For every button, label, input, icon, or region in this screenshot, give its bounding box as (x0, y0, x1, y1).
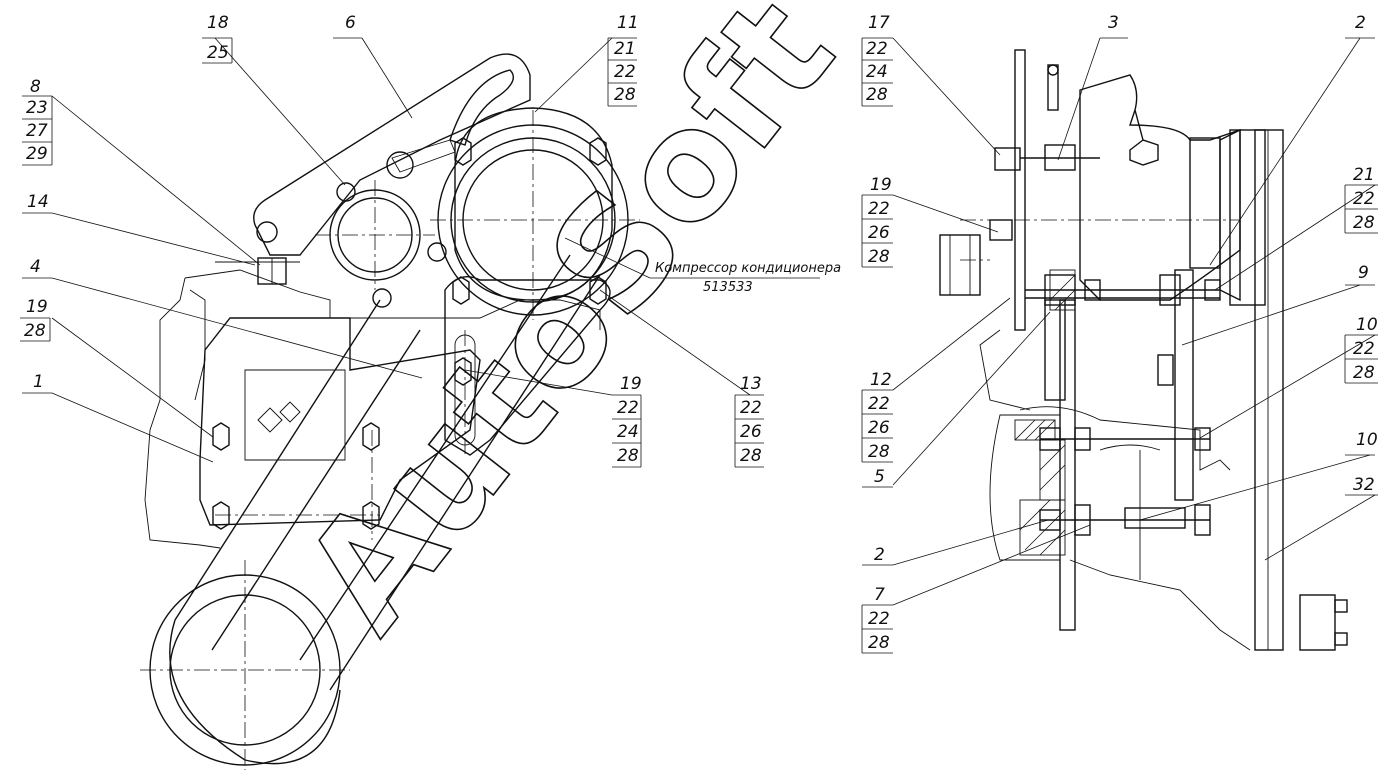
callout-5: 5 (862, 467, 893, 488)
compressor-note-code: 513533 (703, 280, 753, 295)
callout-num: 21 (614, 39, 636, 59)
callout-1: 1 (22, 372, 52, 394)
callout-num: 22 (614, 62, 636, 82)
callout-num: 28 (740, 446, 762, 466)
callout-9: 9 (1345, 263, 1375, 286)
callout-18: 18 25 (202, 13, 233, 64)
callout-num: 24 (866, 62, 888, 82)
callout-10-lower: 10 (1345, 430, 1378, 456)
callout-6: 6 (333, 13, 362, 39)
callout-19-center: 19 22 24 28 (612, 374, 642, 468)
callout-num: 19 (26, 297, 48, 317)
callout-num: 27 (26, 121, 48, 141)
callout-num: 28 (868, 633, 890, 653)
callout-num: 22 (740, 398, 762, 418)
callout-2-top: 2 (1345, 13, 1375, 39)
callout-num: 5 (874, 467, 885, 487)
callout-11: 11 21 22 28 (607, 13, 639, 107)
callout-19-right: 19 22 26 28 (861, 175, 893, 268)
callout-num: 29 (26, 144, 48, 164)
compressor-note: Компрессор кондиционера 513533 (655, 261, 841, 295)
callout-num: 22 (868, 199, 890, 219)
callout-12: 12 22 26 28 (861, 370, 893, 463)
callout-14: 14 (22, 192, 52, 214)
leader-lines (51, 37, 1376, 606)
callout-19-left: 19 28 (20, 297, 51, 342)
callout-num: 26 (740, 422, 762, 442)
callout-num: 1 (33, 372, 44, 392)
callout-num: 28 (1353, 363, 1375, 383)
callout-num: 24 (617, 422, 639, 442)
callout-num: 22 (866, 39, 888, 59)
callout-7: 7 22 28 (861, 585, 893, 654)
compressor-note-title: Компрессор кондиционера (655, 261, 841, 276)
callout-2-bottom: 2 (862, 545, 893, 566)
callout-num: 10 (1356, 315, 1378, 335)
callout-num: 19 (870, 175, 892, 195)
callout-num: 25 (207, 43, 229, 63)
callout-num: 11 (617, 13, 639, 33)
callout-num: 22 (1353, 339, 1375, 359)
callout-num: 10 (1356, 430, 1378, 450)
callout-num: 3 (1108, 13, 1119, 33)
callout-num: 13 (740, 374, 762, 394)
callout-num: 9 (1358, 263, 1369, 283)
callout-num: 6 (345, 13, 356, 33)
side-view (939, 49, 1348, 651)
bolt-heads (212, 137, 607, 530)
callout-num: 26 (868, 418, 890, 438)
callout-num: 26 (868, 223, 890, 243)
callout-num: 28 (866, 85, 888, 105)
callout-num: 2 (874, 545, 885, 565)
callout-32: 32 (1345, 475, 1378, 496)
side-bolts (939, 64, 1348, 651)
callout-13: 13 22 26 28 (734, 374, 764, 468)
callout-num: 23 (26, 98, 48, 118)
callout-17: 17 22 24 28 (861, 13, 893, 107)
callout-3: 3 (1100, 13, 1128, 39)
callout-num: 22 (617, 398, 639, 418)
callout-21: 21 22 28 (1344, 165, 1378, 234)
hatched-sections (1014, 269, 1076, 556)
callout-num: 28 (614, 85, 636, 105)
callout-num: 28 (24, 321, 46, 341)
front-view (140, 53, 640, 770)
callout-num: 14 (27, 192, 49, 212)
callout-num: 21 (1353, 165, 1375, 185)
callout-8: 8 23 27 29 (22, 77, 53, 166)
callout-num: 18 (207, 13, 229, 33)
callout-num: 22 (868, 609, 890, 629)
callout-num: 7 (874, 585, 885, 605)
callout-num: 28 (1353, 213, 1375, 233)
callout-num: 28 (868, 442, 890, 462)
callout-4: 4 (22, 257, 52, 279)
callout-num: 22 (1353, 189, 1375, 209)
callout-num: 4 (30, 257, 41, 277)
callout-num: 12 (870, 370, 892, 390)
callout-10-upper: 10 22 28 (1344, 315, 1378, 384)
callout-num: 17 (868, 13, 890, 33)
callout-num: 19 (620, 374, 642, 394)
callout-num: 22 (868, 394, 890, 414)
callout-num: 28 (617, 446, 639, 466)
callout-num: 32 (1353, 475, 1375, 495)
callout-num: 28 (868, 247, 890, 267)
callout-num: 8 (30, 77, 41, 97)
callout-num: 2 (1355, 13, 1366, 33)
